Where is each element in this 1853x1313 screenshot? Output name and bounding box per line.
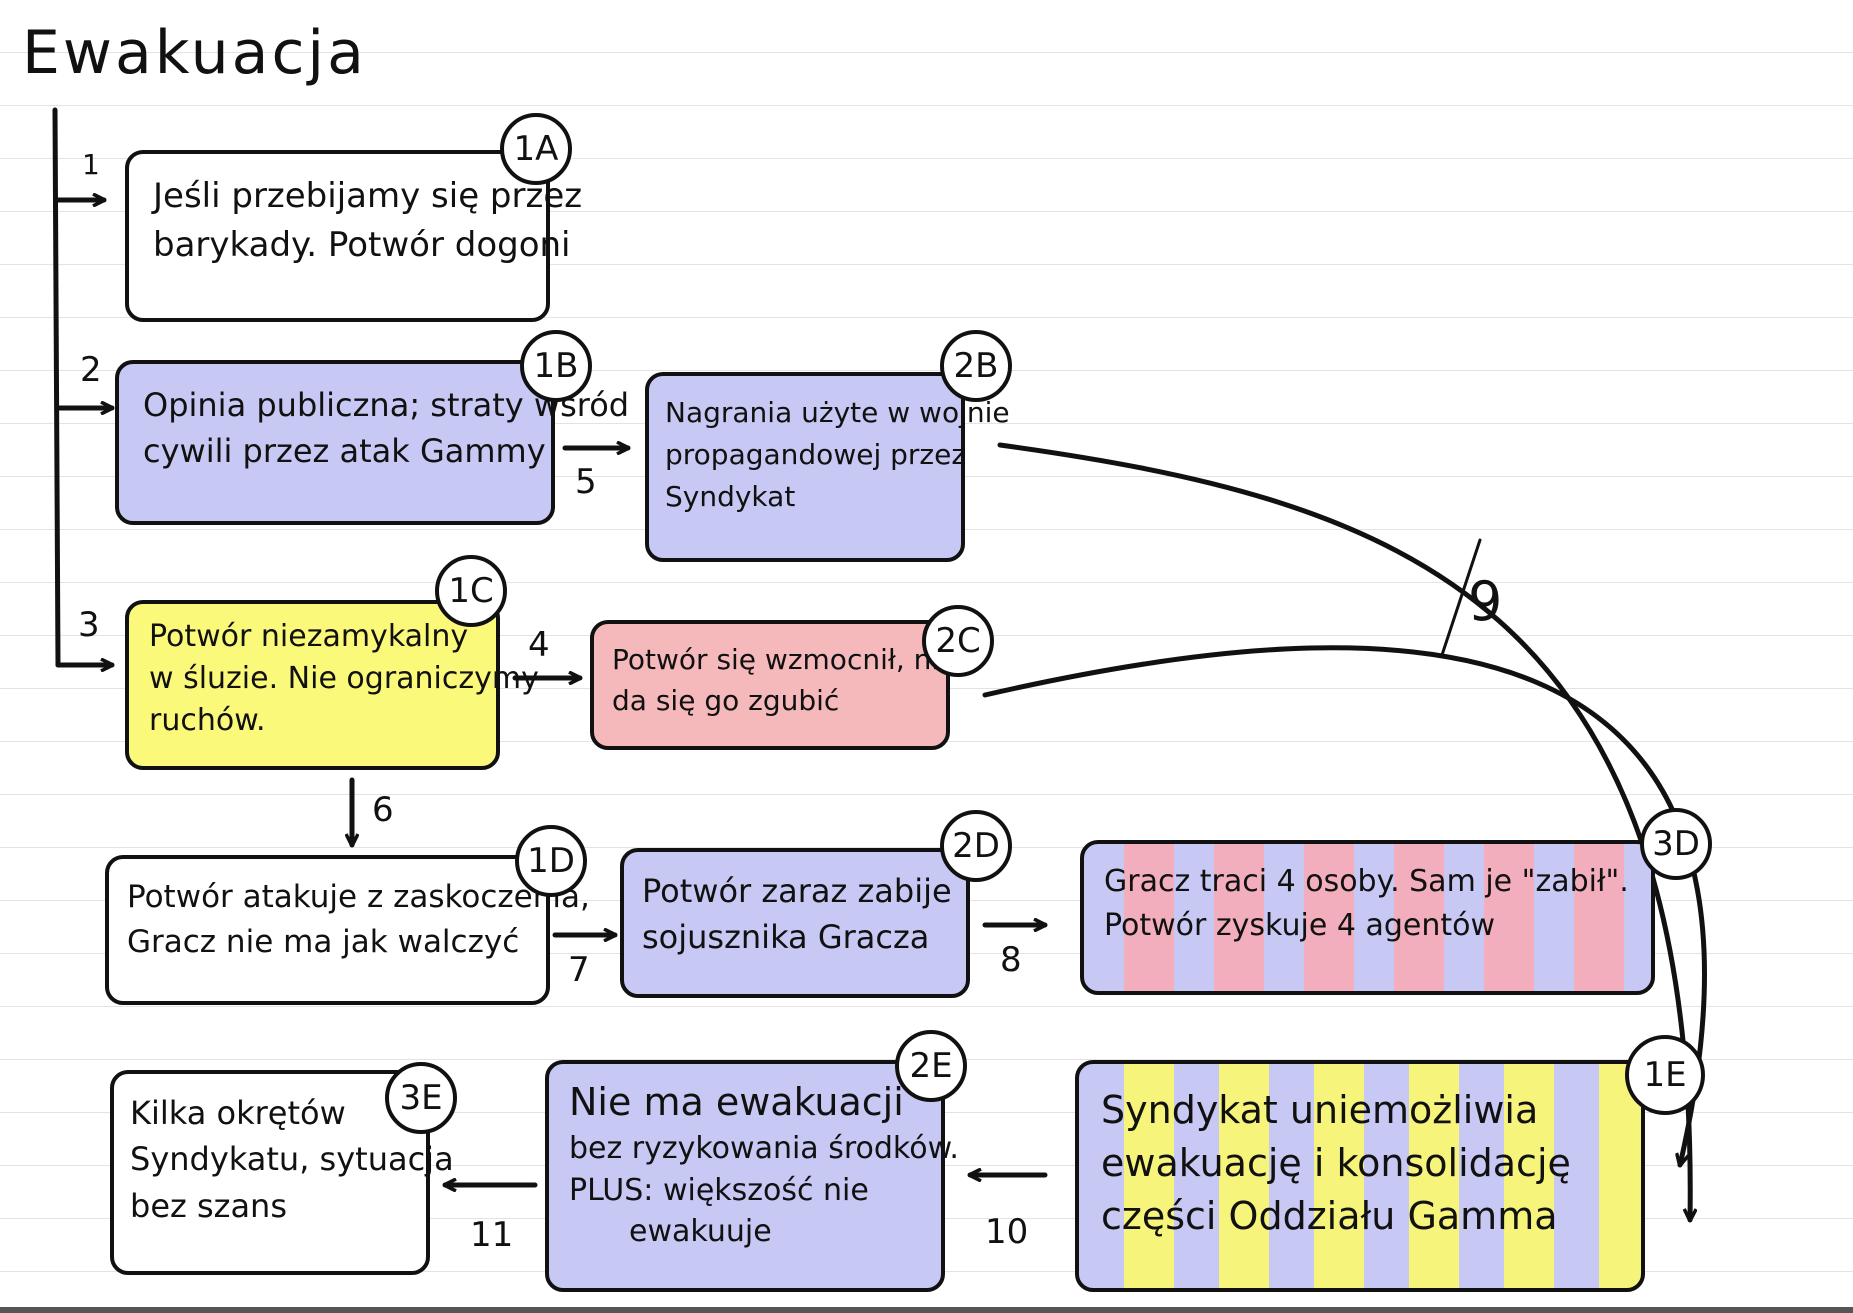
page-title: Ewakuacja [22,18,367,88]
node-2B-badge: 2B [940,330,1012,402]
node-1D-line: Potwór atakuje z zaskoczenia, [127,879,590,915]
node-1B-line: Opinia publiczna; straty wśród [143,386,630,424]
edge-9-curve-from-2B [997,442,1690,1223]
node-1C-line: w śluzie. Nie ograniczymy [149,661,539,696]
node-2B-line: Syndykat [665,480,796,513]
node-2C-line: da się go zgubić [612,683,840,717]
node-2B-line: Nagrania użyte w wojnie [665,396,1010,429]
node-3E-line: Syndykatu, sytuacja [130,1140,454,1179]
edge-9-curve-from-2C [982,645,1707,1165]
edge-label-10: 10 [985,1212,1029,1252]
node-2E: Nie ma ewakuacji bez ryzykowania środków… [545,1060,959,1292]
node-1E-badge: 1E [1625,1035,1705,1115]
node-1D-badge: 1D [515,825,587,897]
node-1B: Opinia publiczna; straty wśród cywili pr… [115,360,630,525]
node-1E: Syndykat uniemożliwia ewakuację i konsol… [1075,1060,1645,1292]
node-1A-line: barykady. Potwór dogoni [153,225,571,266]
node-2E-line: bez ryzykowania środków. [569,1131,959,1167]
edge-label-5: 5 [575,462,597,502]
node-2E-badge: 2E [895,1030,967,1102]
node-2C: Potwór się wzmocnił, nie da się go zgubi… [590,620,957,750]
node-1B-line: cywili przez atak Gammy [143,432,546,471]
edge-label-9: 9 [1468,570,1503,633]
edge-label-2: 2 [80,350,102,390]
node-1C-line: Potwór niezamykalny [149,619,469,654]
edge-label-11: 11 [470,1215,514,1255]
node-2D-line: sojusznika Gracza [642,918,930,957]
node-2C-badge: 2C [922,605,994,677]
node-2E-line: Nie ma ewakuacji [569,1080,904,1124]
node-1A-line: Jeśli przebijamy się przez [153,176,583,216]
node-1A: Jeśli przebijamy się przez barykady. Pot… [125,150,583,322]
node-3E-line: bez szans [130,1186,287,1225]
edge-label-4: 4 [528,625,550,665]
node-1C-badge: 1C [435,555,507,627]
node-2E-line: PLUS: większość nie [569,1172,869,1208]
node-1E-line: części Oddziału Gamma [1101,1194,1558,1239]
edge-label-3: 3 [78,605,100,645]
trunk-line [52,107,61,668]
node-2C-line: Potwór się wzmocnił, nie [612,643,957,676]
node-3D-line: Gracz traci 4 osoby. Sam je "zabił". [1104,864,1629,899]
node-3E: Kilka okrętów Syndykatu, sytuacja bez sz… [110,1070,454,1275]
edge-label-6: 6 [372,790,394,830]
node-2D-badge: 2D [940,810,1012,882]
node-3D-line: Potwór zyskuje 4 agentów [1104,907,1495,943]
edge-label-1: 1 [82,148,100,181]
edge-label-8: 8 [1000,940,1022,980]
node-2E-line: ewakuuje [629,1214,772,1250]
bottom-rule [0,1307,1853,1313]
node-1E-line: ewakuację i konsolidację [1101,1141,1571,1186]
node-1B-badge: 1B [520,330,592,402]
node-1C-line: ruchów. [149,703,266,738]
node-1A-badge: 1A [500,113,572,185]
node-2D: Potwór zaraz zabije sojusznika Gracza [620,848,970,998]
node-2B-line: propagandowej przez [665,438,967,471]
node-3D: Gracz traci 4 osoby. Sam je "zabił". Pot… [1080,840,1655,995]
edge-label-7: 7 [568,950,590,990]
node-3E-line: Kilka okrętów [130,1094,346,1132]
node-1C: Potwór niezamykalny w śluzie. Nie ograni… [125,600,539,770]
node-1D: Potwór atakuje z zaskoczenia, Gracz nie … [105,855,590,1005]
node-3D-badge: 3D [1640,808,1712,880]
edge-9-stroke [1440,538,1482,657]
node-3E-badge: 3E [385,1062,457,1134]
node-1D-line: Gracz nie ma jak walczyć [127,923,520,960]
node-2D-line: Potwór zaraz zabije [642,872,952,910]
node-2B: Nagrania użyte w wojnie propagandowej pr… [645,372,1010,562]
node-1E-line: Syndykat uniemożliwia [1101,1088,1539,1132]
